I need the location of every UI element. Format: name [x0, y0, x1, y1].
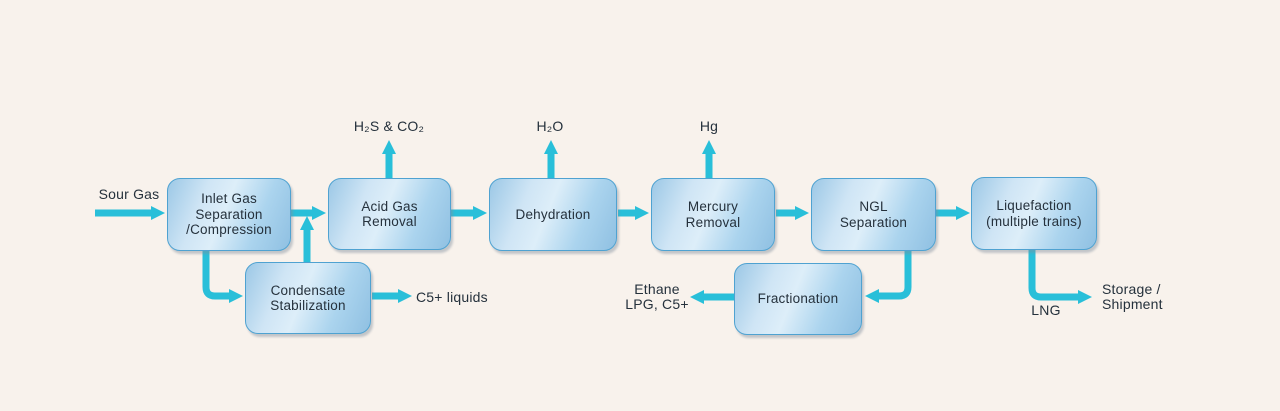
node-liquefaction: Liquefaction (multiple trains): [971, 177, 1097, 250]
node-inlet-gas-separation: Inlet Gas Separation /Compression: [167, 178, 291, 251]
node-ngl-separation-label: NGL Separation: [839, 199, 908, 230]
label-hg: Hg: [699, 118, 719, 134]
label-lng: LNG: [1031, 302, 1061, 318]
node-dehydration-label: Dehydration: [515, 206, 591, 222]
node-ngl-separation: NGL Separation: [811, 178, 936, 251]
node-mercury-removal-label: Mercury Removal: [685, 199, 741, 230]
node-liquefaction-label: Liquefaction (multiple trains): [986, 198, 1082, 229]
label-ethane-lpg-c5: Ethane LPG, C5+: [625, 281, 689, 312]
label-storage-shipment: Storage / Shipment: [1102, 281, 1163, 312]
arrow-liquefaction-to-storage: [1028, 250, 1092, 304]
node-acid-gas-removal: Acid Gas Removal: [328, 178, 451, 250]
node-mercury-removal: Mercury Removal: [651, 178, 775, 251]
arrow-ngl-to-fractionation: [865, 251, 912, 303]
node-acid-gas-removal-label: Acid Gas Removal: [361, 198, 418, 230]
label-h2o: H₂O: [536, 118, 564, 134]
label-h2s-co2: H₂S & CO₂: [353, 118, 425, 134]
node-fractionation-label: Fractionation: [757, 291, 839, 307]
label-c5-liquids: C5+ liquids: [416, 289, 488, 305]
node-dehydration: Dehydration: [489, 178, 617, 251]
node-fractionation: Fractionation: [734, 263, 862, 335]
node-inlet-gas-separation-label: Inlet Gas Separation /Compression: [186, 191, 272, 238]
label-sour-gas: Sour Gas: [98, 186, 160, 202]
node-condensate-stabilization-label: Condensate Stabilization: [270, 282, 346, 314]
node-condensate-stabilization: Condensate Stabilization: [245, 262, 371, 334]
arrow-inlet-to-condensate: [202, 251, 243, 303]
